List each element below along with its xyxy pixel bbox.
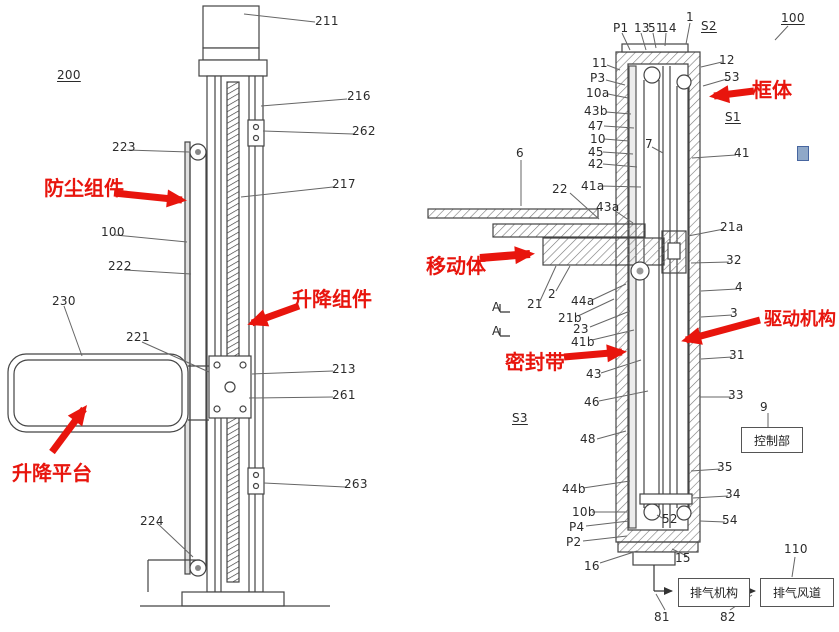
ref-right-P2: P2: [566, 535, 582, 549]
ref-right-31: 31: [729, 348, 745, 362]
ref-right-100: 100: [781, 11, 805, 25]
ref-right-14: 14: [661, 21, 677, 35]
ref-right-35: 35: [717, 460, 733, 474]
ref-right-53: 53: [724, 70, 740, 84]
ref-right-10a: 10a: [586, 86, 610, 100]
annotation-lift-platform: 升降平台: [12, 461, 92, 485]
ref-right-32: 32: [726, 253, 742, 267]
exhaust-mechanism-box: 排气机构: [678, 578, 750, 607]
ref-left-262: 262: [352, 124, 376, 138]
ref-left-223: 223: [112, 140, 136, 154]
annotation-dust-cover: 防尘组件: [44, 176, 124, 200]
section-mark-A-upper: A: [492, 300, 501, 314]
section-mark-A-lower: A: [492, 324, 501, 338]
annotation-moving-body: 移动体: [426, 254, 486, 278]
ref-right-10b: 10b: [572, 505, 596, 519]
ref-right-9: 9: [760, 400, 768, 414]
control-unit-box: 控制部: [741, 427, 803, 453]
ref-right-54: 54: [722, 513, 738, 527]
ref-right-23: 23: [573, 322, 589, 336]
ref-right-47: 47: [588, 119, 604, 133]
red-arrow-lift-platform: [49, 404, 87, 455]
annotation-seal-band: 密封带: [505, 350, 565, 374]
ref-right-46: 46: [584, 395, 600, 409]
left-figure-leader-lines: [63, 13, 354, 558]
ref-right-41a: 41a: [581, 179, 605, 193]
ref-left-263: 263: [344, 477, 368, 491]
red-arrow-frame: [709, 85, 755, 104]
ref-right-P1: P1: [613, 21, 629, 35]
ref-right-12: 12: [719, 53, 735, 67]
ref-right-6: 6: [516, 146, 524, 160]
annotation-frame: 框体: [752, 78, 792, 102]
red-arrow-lift-assembly: [247, 302, 301, 327]
ref-left-216: 216: [347, 89, 371, 103]
ref-right-P4: P4: [569, 520, 585, 534]
ref-right-42: 42: [588, 157, 604, 171]
ref-right-7: 7: [645, 137, 653, 151]
ref-right-4: 4: [735, 280, 743, 294]
ref-right-43a: 43a: [596, 200, 620, 214]
ref-right-43b: 43b: [584, 104, 608, 118]
ref-right-21: 21: [527, 297, 543, 311]
red-arrow-seal-band: [563, 344, 627, 363]
ref-left-221: 221: [126, 330, 150, 344]
ref-right-44a: 44a: [571, 294, 595, 308]
ref-right-S2: S2: [701, 19, 717, 33]
ref-right-43: 43: [586, 367, 602, 381]
ref-right-41: 41: [734, 146, 750, 160]
ref-left-222: 222: [108, 259, 132, 273]
ref-right-S3: S3: [512, 411, 528, 425]
ref-left-100: 100: [101, 225, 125, 239]
ref-right-33: 33: [728, 388, 744, 402]
ref-right-51: 51: [648, 21, 664, 35]
ui-artifact-blue-square: [797, 146, 809, 161]
ref-right-3: 3: [730, 306, 738, 320]
ref-right-45: 45: [588, 145, 604, 159]
ref-left-211: 211: [315, 14, 339, 28]
ref-right-10: 10: [590, 132, 606, 146]
ref-right-52: 52: [662, 512, 678, 526]
ref-right-2: 2: [548, 287, 556, 301]
ref-right-48: 48: [580, 432, 596, 446]
ref-right-21b: 21b: [558, 311, 582, 325]
right-figure-leader-lines: [520, 22, 796, 611]
red-arrow-moving-body: [479, 246, 535, 265]
ref-left-261: 261: [332, 388, 356, 402]
ref-left-224: 224: [140, 514, 164, 528]
ref-right-21a: 21a: [720, 220, 744, 234]
ref-right-P3: P3: [590, 71, 606, 85]
ref-right-41b: 41b: [571, 335, 595, 349]
red-arrow-dust-cover: [113, 189, 187, 208]
right-figure-red-arrows: [479, 85, 761, 363]
ref-right-34: 34: [725, 487, 741, 501]
right-figure-structure: [427, 43, 701, 566]
ref-right-110: 110: [784, 542, 808, 556]
ref-right-22: 22: [552, 182, 568, 196]
ref-right-16: 16: [584, 559, 600, 573]
ref-right-15: 15: [675, 551, 691, 565]
left-figure-structure: [7, 5, 330, 607]
ref-right-1: 1: [686, 10, 694, 24]
exhaust-duct-box: 排气风道: [760, 578, 834, 607]
left-figure-red-arrows: [49, 189, 301, 455]
ref-right-82: 82: [720, 610, 736, 624]
ref-right-44b: 44b: [562, 482, 586, 496]
ref-right-13: 13: [634, 21, 650, 35]
ref-right-S1: S1: [725, 110, 741, 124]
ref-left-230: 230: [52, 294, 76, 308]
ref-left-213: 213: [332, 362, 356, 376]
ref-left-217: 217: [332, 177, 356, 191]
annotation-drive-mechanism: 驱动机构: [764, 309, 836, 330]
ref-right-81: 81: [654, 610, 670, 624]
red-arrow-drive-mechanism: [681, 316, 761, 345]
annotation-lift-assembly: 升降组件: [292, 287, 372, 311]
ref-left-200: 200: [57, 68, 81, 82]
ref-right-11: 11: [592, 56, 608, 70]
